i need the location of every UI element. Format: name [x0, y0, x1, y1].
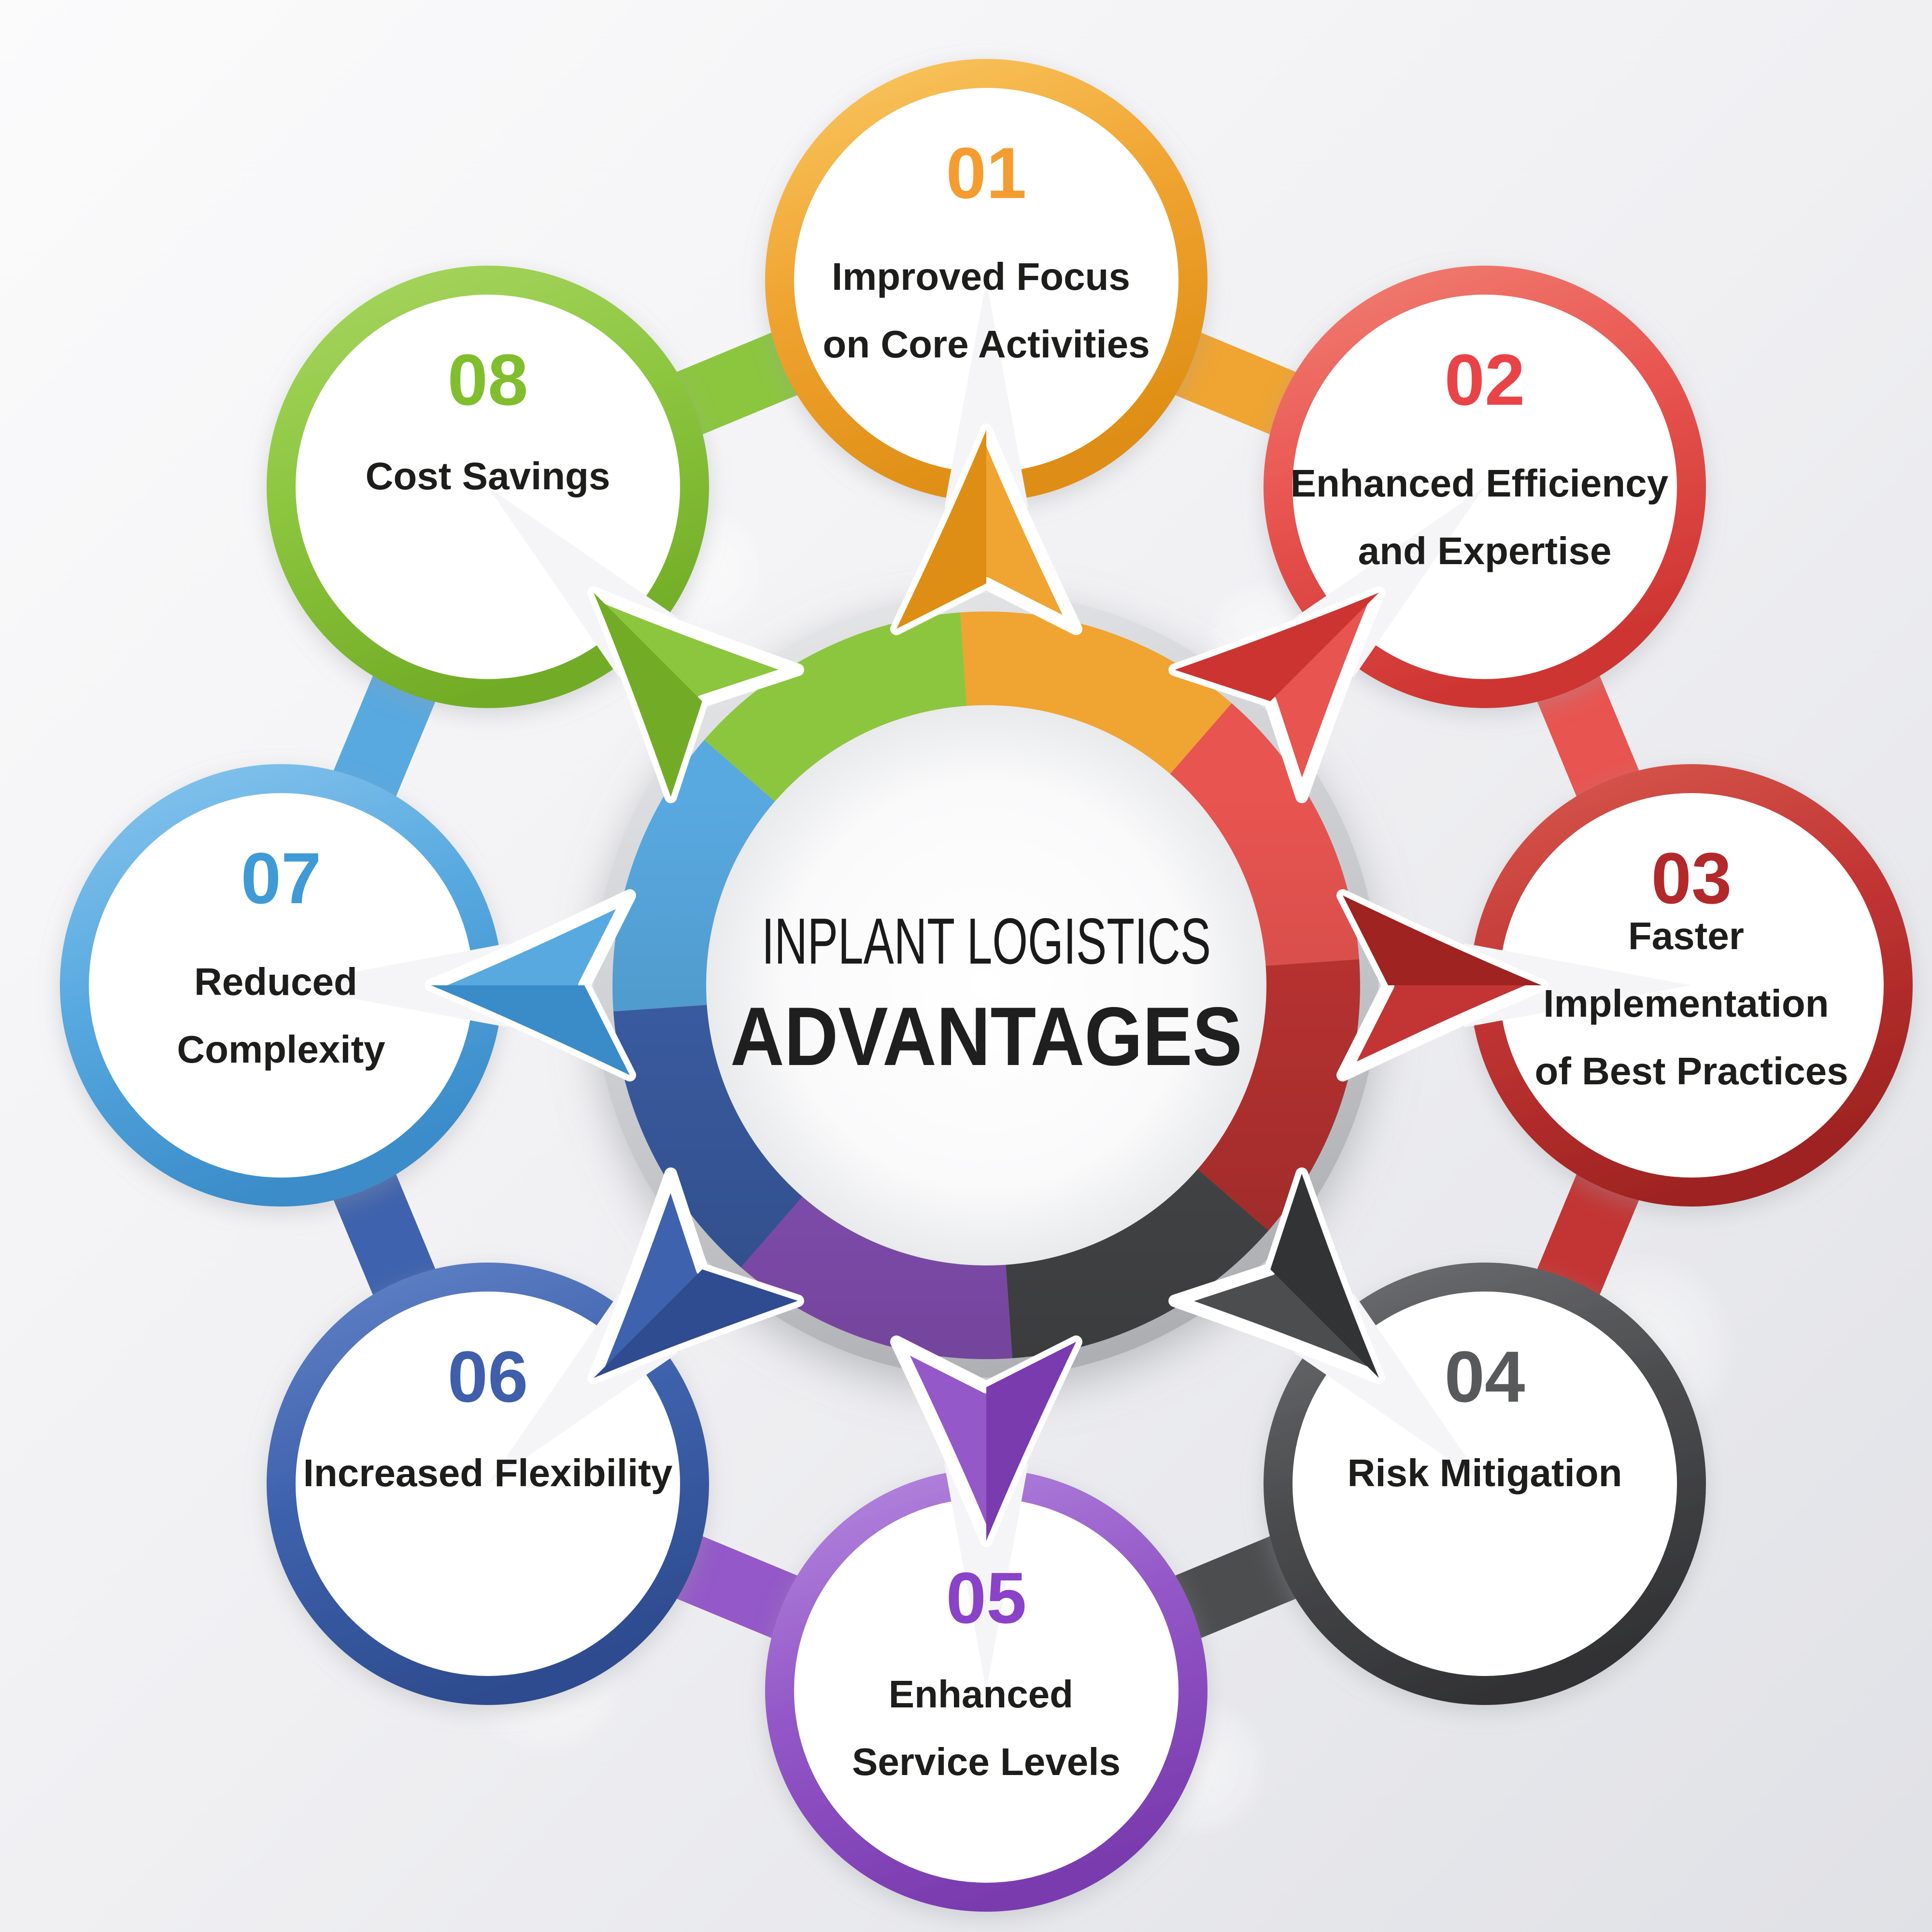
wheel-arrows [425, 424, 1548, 1547]
wheel-arrow-04 [1168, 1167, 1385, 1384]
ring-notch-07 [281, 943, 512, 1027]
item-number-05: 05 [946, 1557, 1027, 1638]
advantage-circle-07: 07 Reduced Complexity [60, 764, 512, 1207]
wheel-inner-circle [706, 705, 1266, 1265]
center-wheel: INPLANT LOGISTICS ADVANTAGES [594, 593, 1378, 1378]
wheel-arrow-05 [890, 1335, 1082, 1547]
item-number-08: 08 [448, 339, 528, 420]
item-number-07: 07 [241, 838, 322, 919]
item-number-02: 02 [1445, 339, 1525, 420]
wheel-arrow-06 [587, 1167, 804, 1384]
ring-notch-03 [1461, 943, 1691, 1027]
item-label-08: Cost Savings [366, 455, 611, 497]
item-number-03: 03 [1651, 838, 1732, 919]
ring-notch-01 [944, 280, 1028, 511]
wheel-arrow-01 [890, 424, 1082, 635]
wheel-arrow-08 [587, 586, 804, 803]
advantage-circle-01: 01 Improved Focus on Core Activities [765, 59, 1208, 511]
center-title-line2: ADVANTAGES [730, 990, 1242, 1083]
wheel-arrow-07 [425, 889, 636, 1081]
wheel-arrow-02 [1168, 586, 1385, 803]
advantage-circles: 01 Improved Focus on Core Activities 02 … [60, 59, 1913, 1912]
wheel-arrow-03 [1336, 889, 1548, 1081]
item-label-02: Enhanced Efficiency and Expertise [1291, 462, 1679, 572]
center-title-line1: INPLANT LOGISTICS [762, 905, 1211, 978]
item-number-06: 06 [448, 1336, 528, 1417]
item-number-01: 01 [946, 132, 1027, 213]
item-label-05: Enhanced Service Levels [852, 1673, 1121, 1783]
item-label-06: Increased Flexibility [303, 1451, 673, 1494]
item-label-04: Risk Mitigation [1348, 1451, 1622, 1494]
ring-notch-05 [944, 1460, 1028, 1690]
item-label-03: Faster Implementation of Best Practices [1534, 914, 1848, 1093]
item-label-07: Reduced Complexity [177, 960, 385, 1071]
item-label-01: Improved Focus on Core Activities [823, 255, 1150, 366]
item-number-04: 04 [1445, 1336, 1525, 1417]
